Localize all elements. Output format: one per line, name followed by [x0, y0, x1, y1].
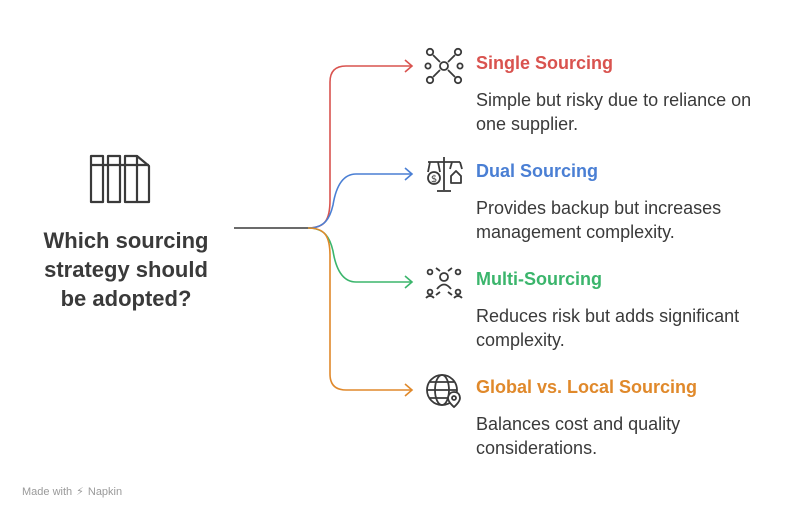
option-description: Reduces risk but adds significant comple…: [476, 306, 740, 350]
scale-balance-icon: $: [424, 154, 464, 194]
central-question: Which sourcing strategy should be adopte…: [10, 226, 242, 313]
arrow-multi-sourcing: [404, 275, 414, 289]
branch-multi-sourcing: [307, 227, 412, 283]
option-description: Simple but risky due to reliance on one …: [476, 90, 752, 134]
made-with-footer: Made with ⚡ Napkin: [22, 485, 123, 499]
branch-dual-sourcing: [307, 173, 412, 229]
svg-text:$: $: [431, 174, 437, 185]
network-nodes-icon: [424, 46, 464, 86]
option-description: Provides backup but increases management…: [476, 198, 722, 242]
option-title: Dual Sourcing: [476, 161, 599, 181]
question-line-1: Which sourcing: [43, 228, 209, 253]
arrow-single-sourcing: [404, 59, 414, 73]
branch-single-sourcing: [307, 65, 412, 229]
footer-text: Made with: [22, 485, 73, 498]
arrow-dual-sourcing: [404, 167, 414, 181]
arrow-global-local: [404, 383, 414, 397]
question-line-2: strategy should: [44, 257, 208, 282]
columns-panel-icon: [86, 153, 154, 210]
option-title: Single Sourcing: [476, 53, 614, 73]
napkin-logo-icon: ⚡: [76, 486, 84, 498]
branch-global-local: [307, 227, 412, 391]
option-title: Global vs. Local Sourcing: [476, 377, 698, 397]
people-network-icon: [424, 262, 464, 302]
option-description: Balances cost and quality considerations…: [476, 414, 681, 458]
footer-brand: Napkin: [87, 485, 123, 498]
question-line-3: be adopted?: [60, 286, 192, 311]
globe-location-icon: [424, 370, 464, 410]
option-title: Multi-Sourcing: [476, 269, 602, 289]
